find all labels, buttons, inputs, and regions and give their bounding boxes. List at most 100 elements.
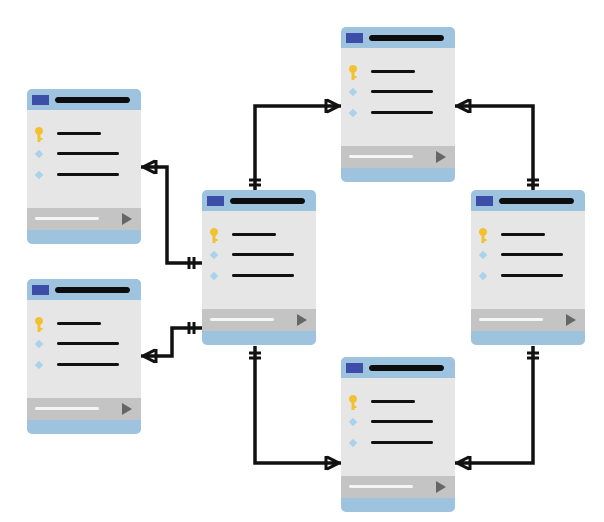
diamond-icon: [34, 360, 44, 370]
diamond-icon: [34, 339, 44, 349]
table-header: [341, 357, 455, 378]
table-icon: [32, 95, 49, 105]
primary-key-row: [471, 228, 585, 243]
field-row: [27, 339, 141, 351]
key-icon: [348, 395, 358, 416]
table-fields: [341, 48, 455, 146]
play-icon: [566, 314, 576, 326]
table-fields: [27, 300, 141, 398]
connector-center-bottom: [253, 346, 341, 465]
primary-key-row: [341, 65, 455, 80]
table-footer: [27, 398, 141, 420]
table-fields: [202, 211, 316, 309]
key-icon: [34, 127, 44, 148]
table-card-left-lower: [27, 279, 141, 434]
crowfoot-top-right: [453, 98, 470, 114]
diamond-icon: [348, 417, 358, 427]
field-name-line: [57, 322, 101, 325]
connector-center-top: [253, 104, 341, 190]
table-footer: [341, 146, 455, 168]
footer-line: [349, 485, 413, 488]
field-name-line: [57, 363, 119, 366]
diamond-icon: [209, 271, 219, 281]
table-card-left-upper: [27, 89, 141, 244]
field-row: [341, 87, 455, 99]
field-name-line: [57, 152, 119, 155]
table-icon: [207, 196, 224, 206]
table-footer: [341, 476, 455, 498]
table-header: [27, 89, 141, 110]
footer-line: [35, 407, 99, 410]
table-card-center: [202, 190, 316, 345]
field-name-line: [57, 132, 101, 135]
table-header: [202, 190, 316, 211]
field-row: [341, 438, 455, 450]
field-name-line: [232, 233, 276, 236]
primary-key-row: [27, 127, 141, 142]
footer-line: [210, 318, 274, 321]
field-name-line: [57, 342, 119, 345]
table-card-bottom: [341, 357, 455, 512]
diamond-icon: [348, 108, 358, 118]
field-name-line: [371, 400, 415, 403]
table-title-bar: [55, 287, 130, 293]
play-icon: [122, 403, 132, 415]
diamond-icon: [348, 438, 358, 448]
field-name-line: [501, 253, 563, 256]
play-icon: [297, 314, 307, 326]
table-title-bar: [230, 198, 305, 204]
field-name-line: [371, 441, 433, 444]
field-name-line: [57, 173, 119, 176]
table-fields: [27, 110, 141, 208]
play-icon: [436, 151, 446, 163]
footer-line: [35, 217, 99, 220]
field-row: [27, 170, 141, 182]
play-icon: [436, 481, 446, 493]
field-name-line: [371, 111, 433, 114]
table-title-bar: [369, 35, 444, 41]
field-name-line: [371, 70, 415, 73]
table-title-bar: [499, 198, 574, 204]
field-row: [471, 271, 585, 283]
field-row: [27, 360, 141, 372]
field-name-line: [501, 233, 545, 236]
connector-left-upper-center: [141, 165, 202, 265]
field-name-line: [232, 274, 294, 277]
key-icon: [348, 65, 358, 86]
diamond-icon: [478, 271, 488, 281]
crowfoot-top-left: [326, 98, 343, 114]
field-row: [341, 108, 455, 120]
field-row: [27, 149, 141, 161]
table-fields: [341, 378, 455, 476]
crowfoot-left-lower: [139, 348, 156, 364]
field-name-line: [371, 420, 433, 423]
table-card-right: [471, 190, 585, 345]
diamond-icon: [348, 87, 358, 97]
table-icon: [476, 196, 493, 206]
diamond-icon: [34, 170, 44, 180]
primary-key-row: [341, 395, 455, 410]
field-row: [202, 250, 316, 262]
primary-key-row: [202, 228, 316, 243]
connector-right-bottom: [455, 346, 535, 465]
table-title-bar: [369, 365, 444, 371]
field-name-line: [232, 253, 294, 256]
table-icon: [346, 363, 363, 373]
table-footer: [202, 309, 316, 331]
diamond-icon: [34, 149, 44, 159]
play-icon: [122, 213, 132, 225]
field-row: [471, 250, 585, 262]
connector-top-right: [455, 104, 535, 190]
diamond-icon: [209, 250, 219, 260]
table-header: [27, 279, 141, 300]
table-header: [471, 190, 585, 211]
table-icon: [346, 33, 363, 43]
diamond-icon: [478, 250, 488, 260]
table-footer: [471, 309, 585, 331]
table-title-bar: [55, 97, 130, 103]
table-card-top: [341, 27, 455, 182]
footer-line: [479, 318, 543, 321]
field-name-line: [501, 274, 563, 277]
key-icon: [34, 317, 44, 338]
